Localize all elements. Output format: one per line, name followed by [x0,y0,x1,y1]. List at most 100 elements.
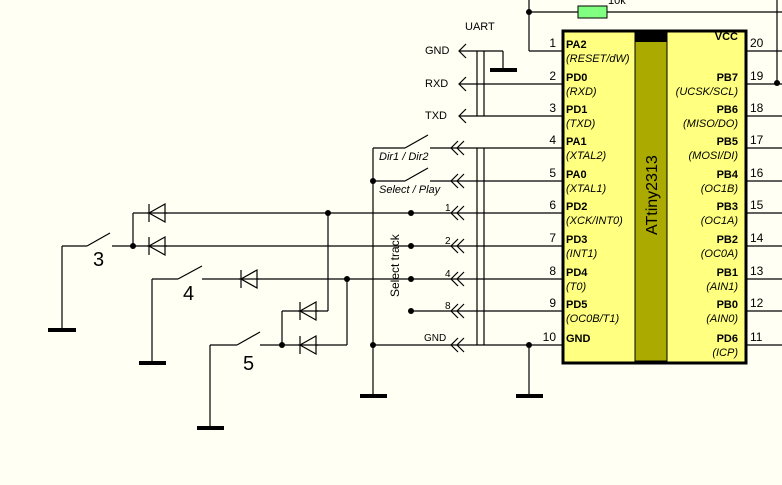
pin-number: 9 [549,296,556,310]
dir-select-switches: Dir1 / Dir2 Select / Play Select track [360,134,455,398]
pin-name: PA2 [566,39,587,51]
switch-4: 4 [139,265,203,365]
pin-name: PA1 [566,136,587,148]
switch-3: 3 [48,213,136,332]
arrow-icon [458,43,467,59]
pin-number: 4 [549,133,556,147]
pin-name: PD3 [566,234,587,246]
pin-number: 20 [750,36,764,50]
control-connector: 1 2 4 8 GND [424,140,563,353]
connector-arrow-icon [456,271,465,287]
connector-arrow-icon [456,205,465,221]
switch-dir [404,134,429,149]
connector-gnd-label: GND [424,333,446,344]
pin-number: 1 [549,36,556,50]
pin-number: 8 [549,264,556,278]
uart-rxd-label: RXD [425,78,448,90]
pin-alt-function: (TXD) [566,118,596,130]
pin-name: PB0 [717,299,738,311]
diode-icon [147,235,167,257]
pin-name: PD6 [717,333,738,345]
pin-alt-function: (XCK/INT0) [566,215,623,227]
pin-alt-function: (OC1B) [701,183,739,195]
pin-name: PB2 [717,234,738,246]
pin-alt-function: (UCSK/SCL) [676,86,739,98]
pin-number: 10 [543,330,557,344]
pin-number: 15 [750,198,764,212]
pin-number: 12 [750,296,764,310]
select-track-label: Select track [388,233,402,297]
pin-name: PD0 [566,72,587,84]
pin-number: 11 [750,330,763,344]
pin-alt-function: (AIN0) [706,313,738,325]
pin-name: VCC [715,31,738,43]
junction-dot [526,342,532,348]
diode-icon [298,300,318,322]
resistor-10k [577,5,608,19]
switch-select [404,167,429,182]
pin-number: 14 [750,231,764,245]
pin-alt-function: (INT1) [566,248,598,260]
pin-number: 16 [750,166,764,180]
pin-name: PB7 [717,72,738,84]
uart-title: UART [465,21,495,33]
pin-alt-function: (XTAL1) [566,183,606,195]
chip-attiny2313: ATtiny2313 [561,29,748,365]
uart-connector: GND RXD TXD [425,43,563,124]
connector-arrow-icon [456,337,465,353]
pin-name: PA0 [566,169,587,181]
track-bit-2: 2 [445,236,451,247]
pin-number: 3 [549,101,556,115]
switch-5: 5 [197,213,348,430]
pin-name: PD1 [566,104,587,116]
right-pin-group: 20VCC19PB7(UCSK/SCL)18PB6(MISO/DO)17PB5(… [676,31,782,359]
track-bit-1: 1 [445,203,451,214]
pin-alt-function: (OC1A) [701,215,739,227]
pin-alt-function: (XTAL2) [566,150,606,162]
pin-number: 19 [750,69,764,83]
pin-alt-function: (ICP) [712,347,738,359]
top-wiring [526,0,782,86]
switch-3-label: 3 [93,249,104,271]
pin-alt-function: (T0) [566,281,587,293]
pin-alt-function: (AIN1) [706,281,738,293]
pin-number: 6 [549,198,556,212]
junction-dot [774,80,780,86]
pin-name: PB6 [717,104,738,116]
pin-number: 18 [750,101,764,115]
pin-alt-function: (RXD) [566,86,597,98]
arrow-icon [458,76,467,92]
uart-txd-label: TXD [425,110,447,122]
pin-name: PD4 [566,267,588,279]
pin-name: PB1 [717,267,738,279]
switch-dir-label: Dir1 / Dir2 [379,151,429,163]
pin-alt-function: (MOSI/DI) [689,150,739,162]
chip-name: ATtiny2313 [644,155,661,235]
pin-number: 5 [549,166,556,180]
diode-icon [147,202,167,224]
switch-4-label: 4 [183,283,194,305]
pin-name: PD5 [566,299,587,311]
track-bit-4: 4 [445,269,451,280]
connector-arrow-icon [456,140,465,156]
chip-notch [635,33,667,42]
connector-arrow-icon [456,303,465,319]
pin-name: PB3 [717,201,738,213]
pin-name: PB5 [717,136,738,148]
diode-icon [298,334,318,356]
diode-group [147,202,318,356]
uart-gnd-label: GND [425,45,450,57]
pin-alt-function: (OC0B/T1) [566,313,620,325]
pin-number: 7 [549,231,556,245]
pin-name: GND [566,333,591,345]
pin-number: 2 [549,69,556,83]
pin-number: 17 [750,133,764,147]
pin-alt-function: (OC0A) [701,248,739,260]
pin-name: PB4 [717,169,739,181]
track-lines [112,210,455,314]
connector-arrow-icon [456,238,465,254]
arrow-icon [458,108,467,124]
diode-icon [239,268,259,290]
